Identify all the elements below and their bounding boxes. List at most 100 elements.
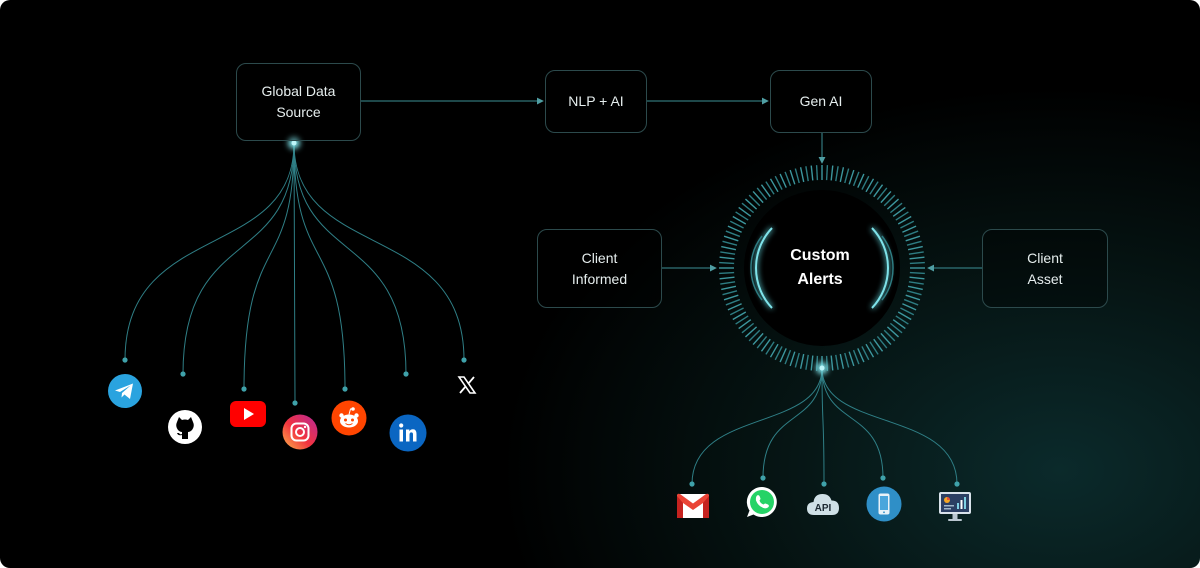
ring-tick xyxy=(825,165,829,181)
ring-tick xyxy=(756,335,768,349)
ring-tick xyxy=(729,220,744,229)
ring-tick xyxy=(720,281,736,285)
node-client-informed: Client Informed xyxy=(537,229,662,308)
alerts-ring xyxy=(719,165,925,371)
ring-tick xyxy=(765,341,775,355)
youtube-icon xyxy=(230,401,266,427)
fan-sources-dot-2 xyxy=(241,386,247,392)
ring-tick xyxy=(799,353,805,369)
ring-tick xyxy=(883,329,896,342)
left-arc-glow xyxy=(755,227,773,309)
ring-tick xyxy=(880,332,892,346)
ring-tick xyxy=(902,303,917,311)
output-fan xyxy=(689,367,960,487)
ring-tick xyxy=(748,194,761,207)
right-arc-glow xyxy=(871,227,889,309)
telegram-icon xyxy=(107,373,143,409)
mobile-icon xyxy=(866,486,902,522)
fan-sources-line-5 xyxy=(293,142,407,375)
ring-tick xyxy=(732,311,747,321)
ring-tick xyxy=(883,194,896,207)
ring-tick xyxy=(729,307,744,316)
ring-tick xyxy=(857,348,865,363)
ring-tick xyxy=(720,251,736,255)
ring-tick xyxy=(741,322,755,334)
ring-tick xyxy=(738,206,752,217)
ring-tick xyxy=(865,343,875,358)
ring-tick xyxy=(721,245,737,251)
ring-tick xyxy=(784,171,792,187)
ring-tick xyxy=(799,167,805,183)
ring-tick xyxy=(810,355,814,371)
ring-tick xyxy=(805,166,809,182)
fan-outputs-line-0 xyxy=(691,367,823,485)
fan-outputs-dot-2 xyxy=(821,481,827,487)
fan-sources-dot-1 xyxy=(180,371,186,377)
node-nlp-ai: NLP + AI xyxy=(545,70,647,133)
ring-tick xyxy=(869,181,879,195)
ring-tick xyxy=(844,352,850,368)
ring-tick xyxy=(844,168,850,184)
instagram-icon xyxy=(282,414,318,450)
ring-tick xyxy=(735,211,749,221)
ring-tick xyxy=(815,165,819,181)
ring-tick xyxy=(779,348,787,363)
ring-tick xyxy=(721,285,737,291)
ring-tick xyxy=(900,220,915,229)
ring-tick xyxy=(794,352,800,368)
ring-tick xyxy=(752,190,764,204)
custom-alerts-label: Custom Alerts xyxy=(790,247,850,288)
ring-tick xyxy=(886,198,900,210)
ring-tick xyxy=(756,187,768,201)
output-hub xyxy=(819,365,825,371)
fan-sources-dot-6 xyxy=(461,357,467,363)
ring-tick xyxy=(839,167,845,183)
fan-outputs-line-1 xyxy=(762,367,823,479)
ring-tick xyxy=(892,206,906,217)
node-global-data-source: Global Data Source xyxy=(236,63,361,141)
ring-tick xyxy=(784,349,792,365)
ring-tick xyxy=(865,178,875,193)
ring-tick xyxy=(835,166,839,182)
ring-tick xyxy=(886,326,900,338)
ring-tick xyxy=(722,290,738,296)
ring-tick xyxy=(848,351,855,367)
ring-tick xyxy=(906,290,922,296)
ring-tick xyxy=(769,178,779,193)
ring-tick xyxy=(735,315,749,325)
fan-outputs-line-4 xyxy=(821,367,958,485)
ring-tick xyxy=(723,294,739,301)
ring-tick xyxy=(861,346,870,361)
ring-tick xyxy=(905,235,921,242)
fan-sources-line-4 xyxy=(293,142,346,390)
fan-sources-line-6 xyxy=(293,142,465,361)
fan-sources-dot-0 xyxy=(122,357,128,363)
fan-sources-dot-5 xyxy=(403,371,409,377)
ring-tick xyxy=(760,338,771,352)
ring-tick xyxy=(897,215,912,225)
ring-tick xyxy=(810,165,814,181)
ring-tick xyxy=(725,298,741,306)
ring-tick xyxy=(779,173,787,188)
api-cloud-icon: API xyxy=(805,490,841,518)
ring-tick xyxy=(895,315,909,325)
ring-tick xyxy=(727,303,742,311)
ring-tick xyxy=(908,281,924,285)
linkedin-icon xyxy=(389,414,427,452)
ring-tick xyxy=(765,181,775,195)
ring-tick xyxy=(889,202,903,214)
reddit-icon xyxy=(331,400,367,436)
fan-sources-line-3 xyxy=(293,142,296,404)
ring-tick xyxy=(905,294,921,301)
fan-outputs-line-3 xyxy=(821,367,884,479)
ring-tick xyxy=(722,240,738,246)
fan-sources-dot-3 xyxy=(292,400,298,406)
ring-tick xyxy=(857,173,865,188)
ring-tick xyxy=(902,225,917,233)
ring-tick xyxy=(727,225,742,233)
fan-sources-line-0 xyxy=(124,142,295,361)
ring-tick xyxy=(907,285,923,291)
ring-tick xyxy=(900,307,915,316)
